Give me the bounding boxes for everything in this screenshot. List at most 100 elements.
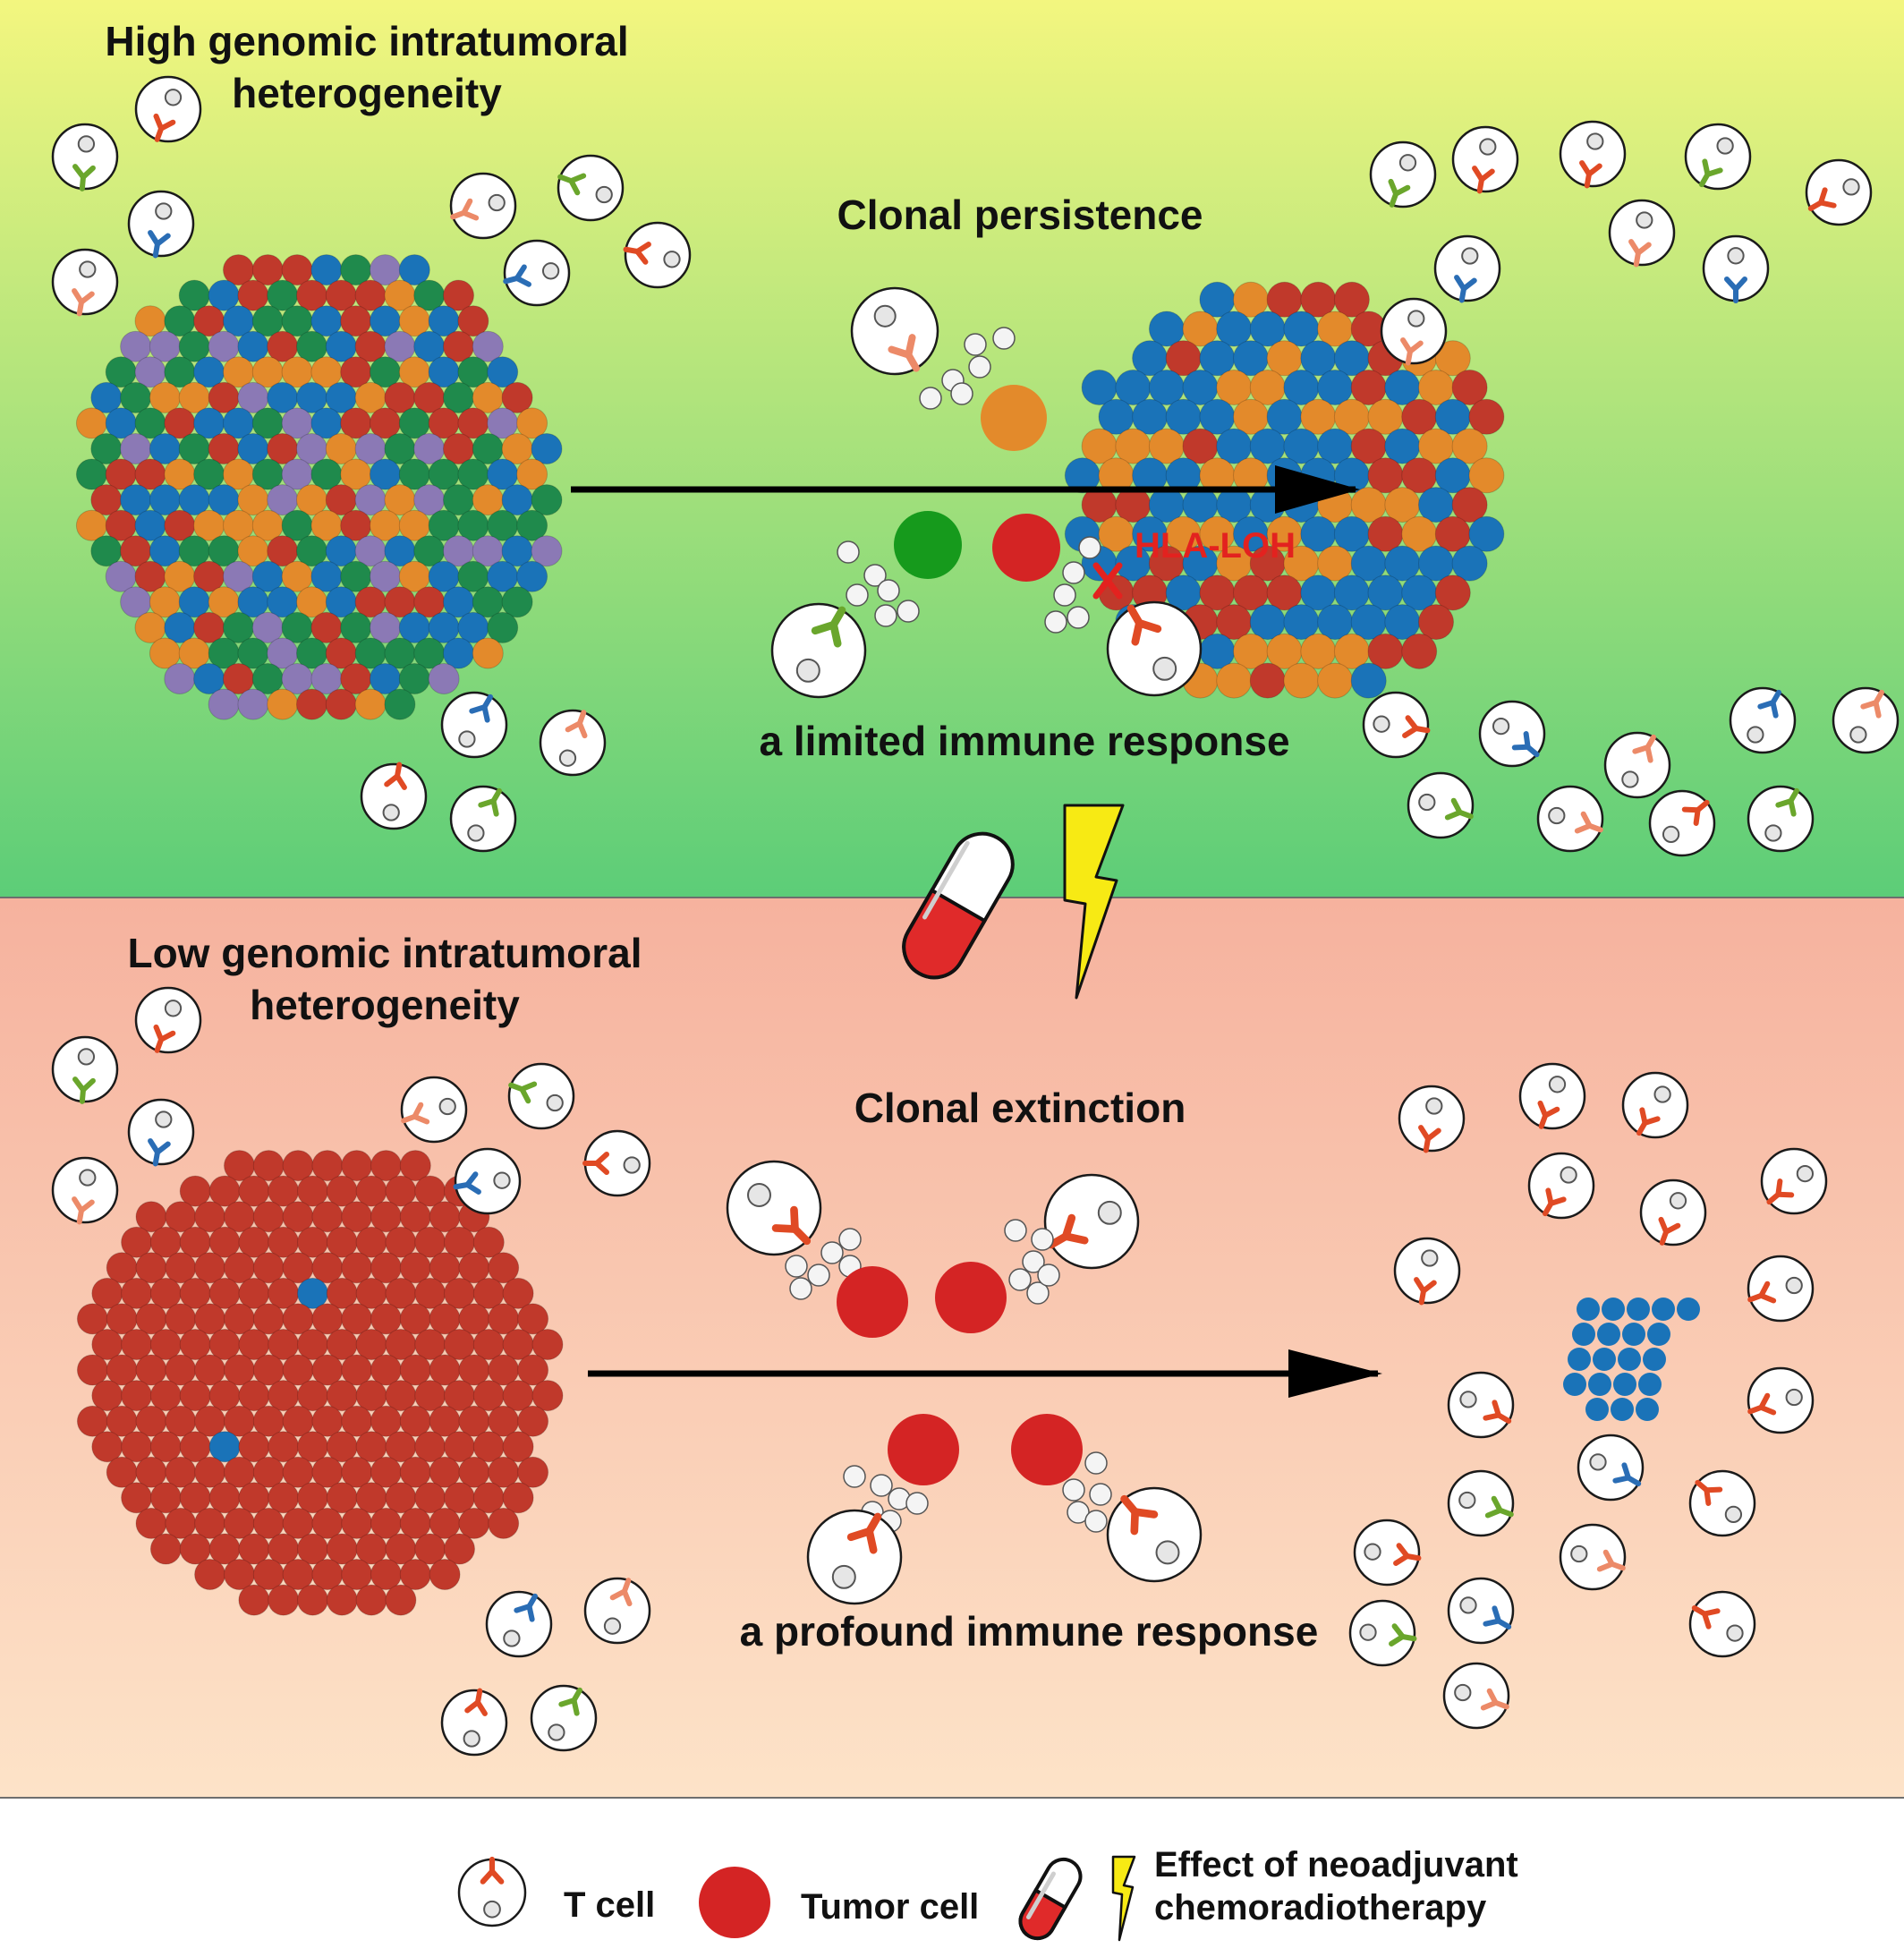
antigen-fragment bbox=[807, 1264, 830, 1287]
t-cell-body bbox=[503, 239, 571, 307]
t-cell-nucleus bbox=[1764, 824, 1782, 842]
tcr-receptor bbox=[450, 198, 480, 221]
t-cell-body bbox=[850, 286, 939, 376]
antigen-fragment bbox=[968, 355, 991, 379]
t-cell bbox=[726, 1160, 822, 1256]
t-cell-nucleus bbox=[1589, 1453, 1607, 1471]
tumor-cell bbox=[297, 1584, 328, 1616]
t-cell-nucleus bbox=[1097, 1200, 1122, 1225]
tcr-receptor bbox=[565, 710, 588, 739]
t-cell-nucleus bbox=[1459, 1391, 1477, 1408]
t-cell-body bbox=[360, 762, 428, 830]
tumor-cell bbox=[398, 254, 430, 286]
red-tumor-cell bbox=[888, 1414, 959, 1485]
tcr-receptor bbox=[148, 1138, 171, 1167]
t-cell-nucleus bbox=[1842, 178, 1860, 196]
t-cell-body bbox=[1369, 140, 1437, 208]
tcr-receptor bbox=[771, 1205, 812, 1246]
red-tumor-cell bbox=[837, 1266, 908, 1338]
t-cell-body bbox=[1621, 1071, 1689, 1139]
tcr-receptor bbox=[1574, 811, 1603, 834]
tcr-receptor bbox=[1860, 689, 1884, 719]
t-cell bbox=[1478, 700, 1546, 768]
t-cell-body bbox=[530, 1684, 598, 1752]
t-cell-nucleus bbox=[79, 1169, 97, 1187]
tumor-cell bbox=[1333, 281, 1370, 318]
t-cell-body bbox=[1688, 1469, 1756, 1537]
tumor-cell bbox=[354, 688, 387, 720]
antigen-fragment bbox=[846, 583, 869, 607]
t-cell-body bbox=[806, 1509, 903, 1605]
tumor-cell bbox=[238, 1584, 270, 1616]
t-cell bbox=[1451, 125, 1519, 194]
lightning-bolt-icon bbox=[1063, 804, 1125, 1000]
profound-response-label: a profound immune response bbox=[739, 1608, 1319, 1655]
t-cell-body bbox=[134, 75, 202, 143]
tcr-receptor bbox=[1120, 1494, 1159, 1536]
t-cell-nucleus bbox=[546, 1093, 564, 1112]
tumor-cell bbox=[1249, 662, 1286, 699]
t-cell-nucleus bbox=[1548, 806, 1566, 825]
tcr-receptor bbox=[72, 1076, 96, 1104]
orange-tumor-cell bbox=[981, 385, 1047, 451]
t-cell-body bbox=[440, 1689, 508, 1757]
tumor-cell bbox=[517, 1405, 549, 1437]
t-cell bbox=[1348, 1599, 1417, 1667]
t-cell-nucleus bbox=[1785, 1388, 1803, 1407]
t-cell bbox=[440, 1688, 508, 1757]
t-cell bbox=[51, 1156, 119, 1225]
tcr-receptor bbox=[1747, 1392, 1777, 1416]
tumor-cell bbox=[1643, 1348, 1666, 1371]
t-cell bbox=[1729, 686, 1797, 754]
tumor-cell bbox=[1451, 370, 1488, 405]
t-cell-body bbox=[51, 248, 119, 316]
t-cell-body bbox=[1747, 785, 1815, 853]
t-cell bbox=[1747, 1366, 1815, 1434]
t-cell-nucleus bbox=[1662, 825, 1680, 844]
top-panel-title: High genomic intratumoral heterogeneity bbox=[54, 16, 680, 119]
tumor-cell bbox=[1638, 1373, 1662, 1396]
antigen-fragment bbox=[870, 1474, 893, 1497]
red-tumor-cell bbox=[1011, 1414, 1083, 1485]
t-cell bbox=[806, 1509, 903, 1605]
antigen-fragment bbox=[1067, 1501, 1090, 1524]
t-cell-nucleus bbox=[1398, 154, 1417, 172]
pill-capsule-icon bbox=[1018, 1857, 1083, 1941]
tcr-receptor bbox=[148, 230, 171, 259]
heterogeneous-tumor bbox=[75, 254, 563, 720]
tcr-receptor bbox=[1402, 715, 1431, 738]
t-cell bbox=[1447, 1371, 1515, 1439]
tumor-cell bbox=[501, 586, 533, 618]
tumor-cell bbox=[1216, 662, 1253, 699]
t-cell-body bbox=[1536, 785, 1604, 853]
t-cell bbox=[457, 1856, 527, 1927]
t-cell-body bbox=[449, 785, 517, 853]
t-cell bbox=[557, 154, 625, 222]
tumor-cell bbox=[516, 509, 548, 541]
antigen-fragment bbox=[1044, 610, 1067, 634]
t-cell bbox=[1398, 1085, 1466, 1153]
t-cell-nucleus bbox=[1454, 1683, 1472, 1702]
antigen-fragment bbox=[992, 327, 1016, 350]
antigen-fragments bbox=[1044, 536, 1101, 634]
tcr-receptor bbox=[503, 264, 531, 287]
t-cell-body bbox=[1433, 234, 1501, 302]
legend-therapy-line2: chemoradiotherapy bbox=[1154, 1888, 1487, 1927]
tcr-receptor bbox=[72, 1196, 95, 1225]
t-cell-body bbox=[1639, 1178, 1707, 1247]
t-cell bbox=[1518, 1062, 1586, 1130]
t-cell-body bbox=[134, 986, 202, 1054]
tcr-receptor bbox=[1596, 1549, 1626, 1572]
tcr-receptor bbox=[557, 173, 587, 196]
antigen-fragment bbox=[874, 604, 897, 627]
t-cell-nucleus bbox=[79, 260, 97, 278]
tumor-cell bbox=[1647, 1323, 1670, 1346]
tumor-cell bbox=[1317, 662, 1354, 699]
antigen-fragment bbox=[843, 1465, 866, 1488]
legend-therapy-label: Effect of neoadjuvant chemoradiotherapy bbox=[1154, 1843, 1518, 1929]
tumor-cell bbox=[1652, 1298, 1675, 1321]
t-cell-body bbox=[1747, 1366, 1815, 1434]
tumor-cell bbox=[149, 1533, 182, 1565]
